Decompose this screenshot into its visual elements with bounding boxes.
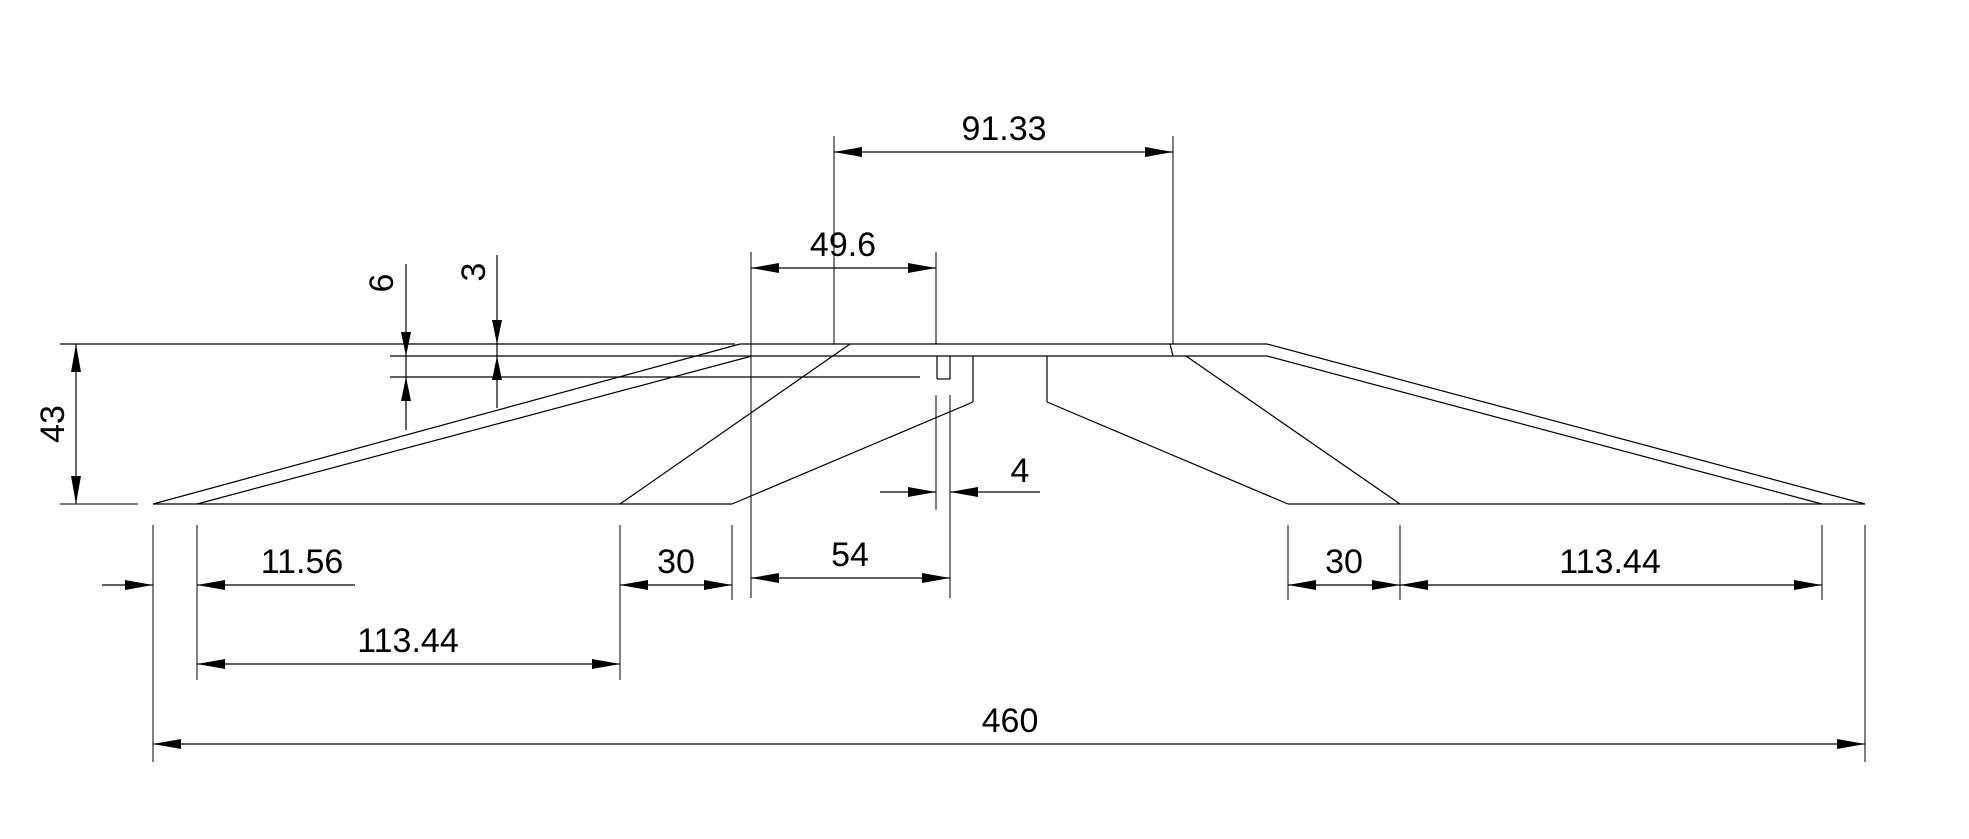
dimension-label-4: 4	[1011, 452, 1030, 490]
dimension-49-6: 49.6	[751, 226, 936, 273]
extension-lines	[60, 136, 1866, 762]
dimension-6: 6	[363, 264, 411, 430]
dimension-113-44-left: 113.44	[197, 622, 620, 669]
dimension-3: 3	[455, 255, 502, 408]
dimension-113-44-right: 113.44	[1400, 543, 1822, 590]
dimension-label-6: 6	[363, 274, 401, 293]
dimension-label-30-right: 30	[1325, 543, 1363, 581]
dimension-label-30-left: 30	[657, 543, 695, 581]
dimension-43: 43	[34, 344, 81, 504]
dimension-11-56: 11.56	[102, 543, 355, 590]
dimension-91-33: 91.33	[834, 110, 1173, 157]
dimension-54: 54	[751, 536, 950, 583]
dimension-label-91-33: 91.33	[961, 110, 1046, 148]
dimension-30-right: 30	[1288, 543, 1400, 590]
dimension-label-113-44-right: 113.44	[1559, 543, 1660, 581]
dimension-label-3: 3	[455, 263, 493, 282]
dimension-label-113-44-left: 113.44	[357, 622, 458, 660]
profile-outline	[60, 343, 1866, 505]
dimension-label-54: 54	[831, 536, 869, 574]
dimension-label-43: 43	[34, 405, 72, 443]
dimension-label-49-6: 49.6	[810, 226, 876, 264]
dimension-label-460: 460	[982, 702, 1039, 740]
dimension-4: 4	[880, 452, 1040, 497]
dimension-label-11-56: 11.56	[261, 543, 344, 581]
dimension-30-left: 30	[620, 543, 732, 590]
dimension-460: 460	[153, 702, 1865, 749]
